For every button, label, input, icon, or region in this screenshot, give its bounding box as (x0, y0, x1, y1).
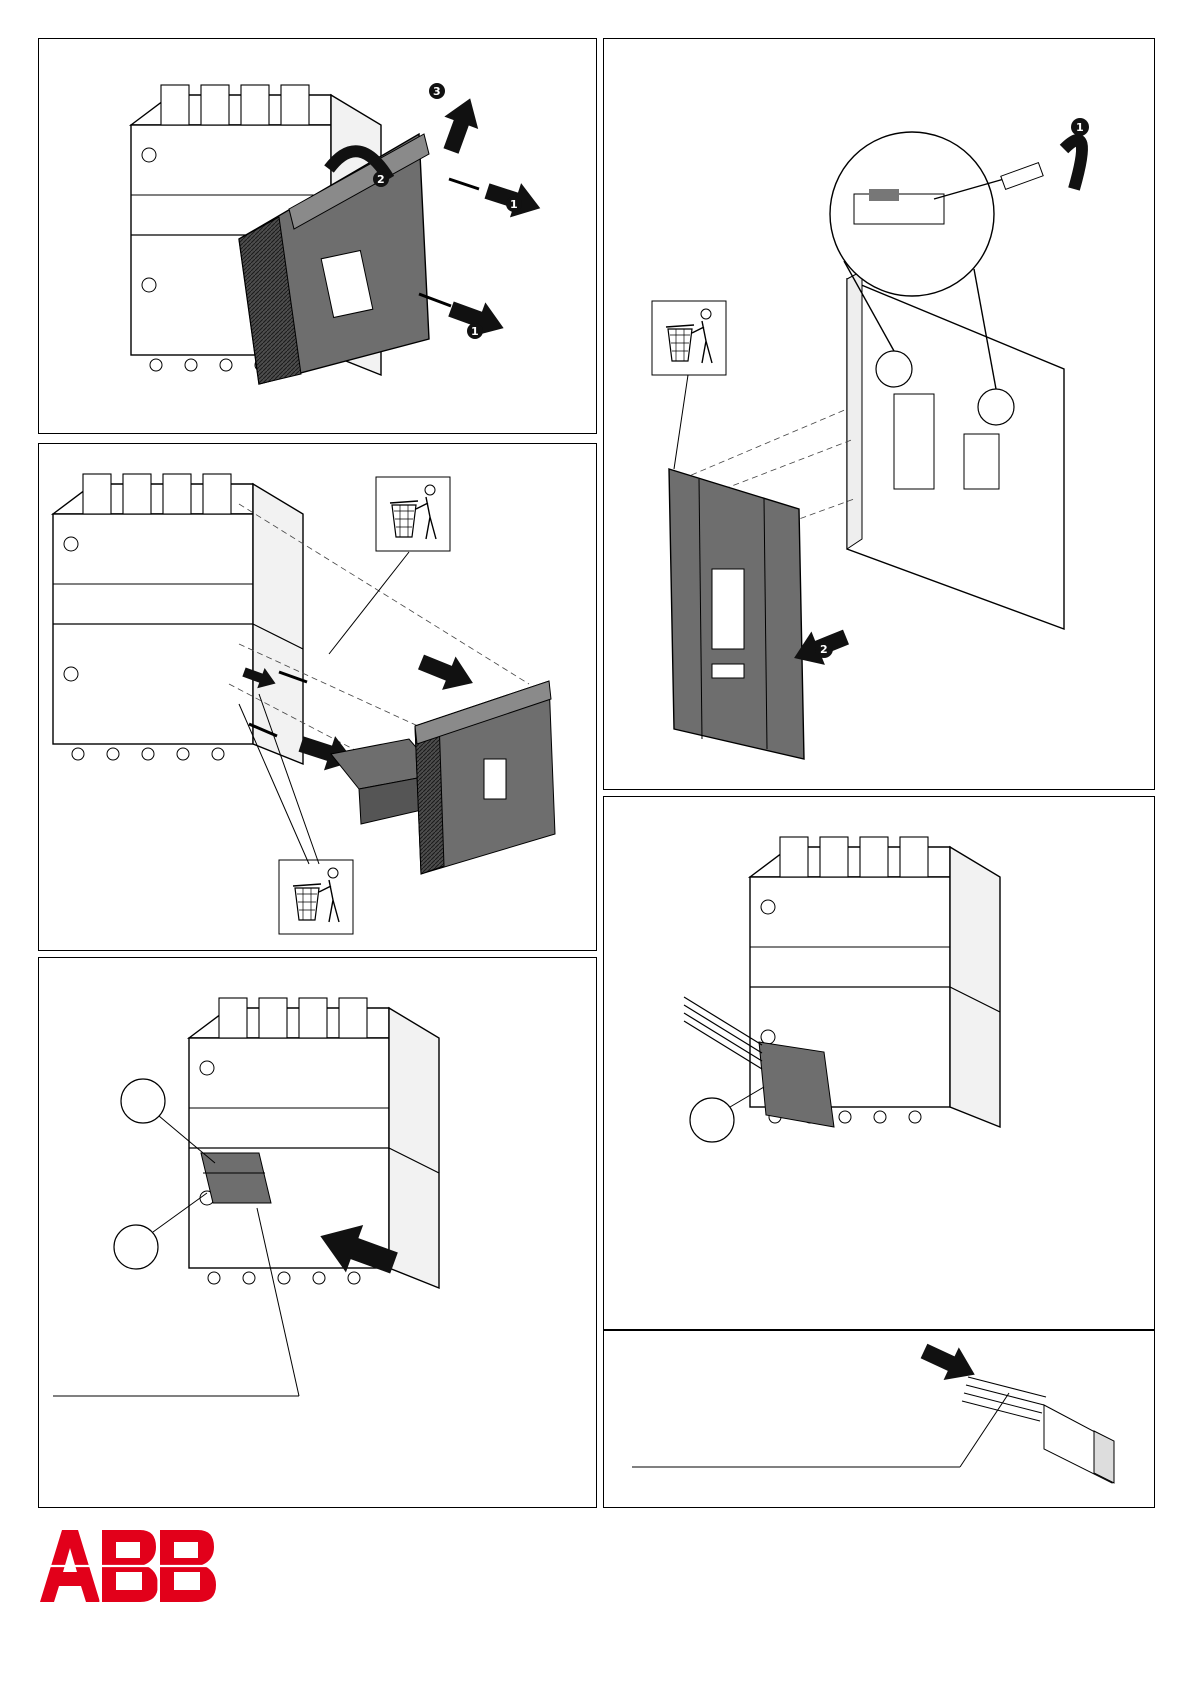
step-label: 2 (377, 173, 385, 186)
rotate-arrow (1064, 140, 1082, 189)
push-arrow-icon (414, 645, 479, 699)
connector-block (759, 1042, 834, 1127)
panel-detach-cover-tabs: 1 2 (603, 38, 1155, 790)
step-arrow-3 (434, 92, 487, 157)
connector-wires (962, 1377, 1046, 1421)
leader-line (674, 375, 688, 469)
panel-connector-detail (603, 1330, 1155, 1508)
callout-circle (114, 1225, 158, 1269)
screw-icon (419, 179, 479, 306)
front-cover (415, 681, 555, 874)
panel-connector-installed (603, 796, 1155, 1330)
breaker-illustration (189, 998, 439, 1288)
step-label: 1 (510, 198, 518, 211)
connector-plug (1044, 1405, 1114, 1483)
breaker-illustration (53, 474, 303, 764)
bin-disposal-icon (376, 477, 450, 551)
push-arrow-icon (916, 1335, 982, 1391)
callout-circle (121, 1079, 165, 1123)
step-label: 1 (1076, 121, 1084, 134)
bin-disposal-icon (279, 860, 353, 934)
step-label: 3 (433, 85, 441, 98)
callout-circle (690, 1098, 734, 1142)
step-label: 2 (820, 643, 828, 656)
front-cover (669, 469, 804, 759)
leader-line (960, 1393, 1009, 1467)
bin-disposal-icon (652, 301, 726, 375)
step-label: 1 (471, 325, 479, 338)
panel-insert-connector (38, 957, 597, 1508)
panel-remove-front-cover: 1 1 2 3 (38, 38, 597, 434)
abb-logo (40, 1530, 218, 1602)
panel-install-front-cover (38, 443, 597, 951)
